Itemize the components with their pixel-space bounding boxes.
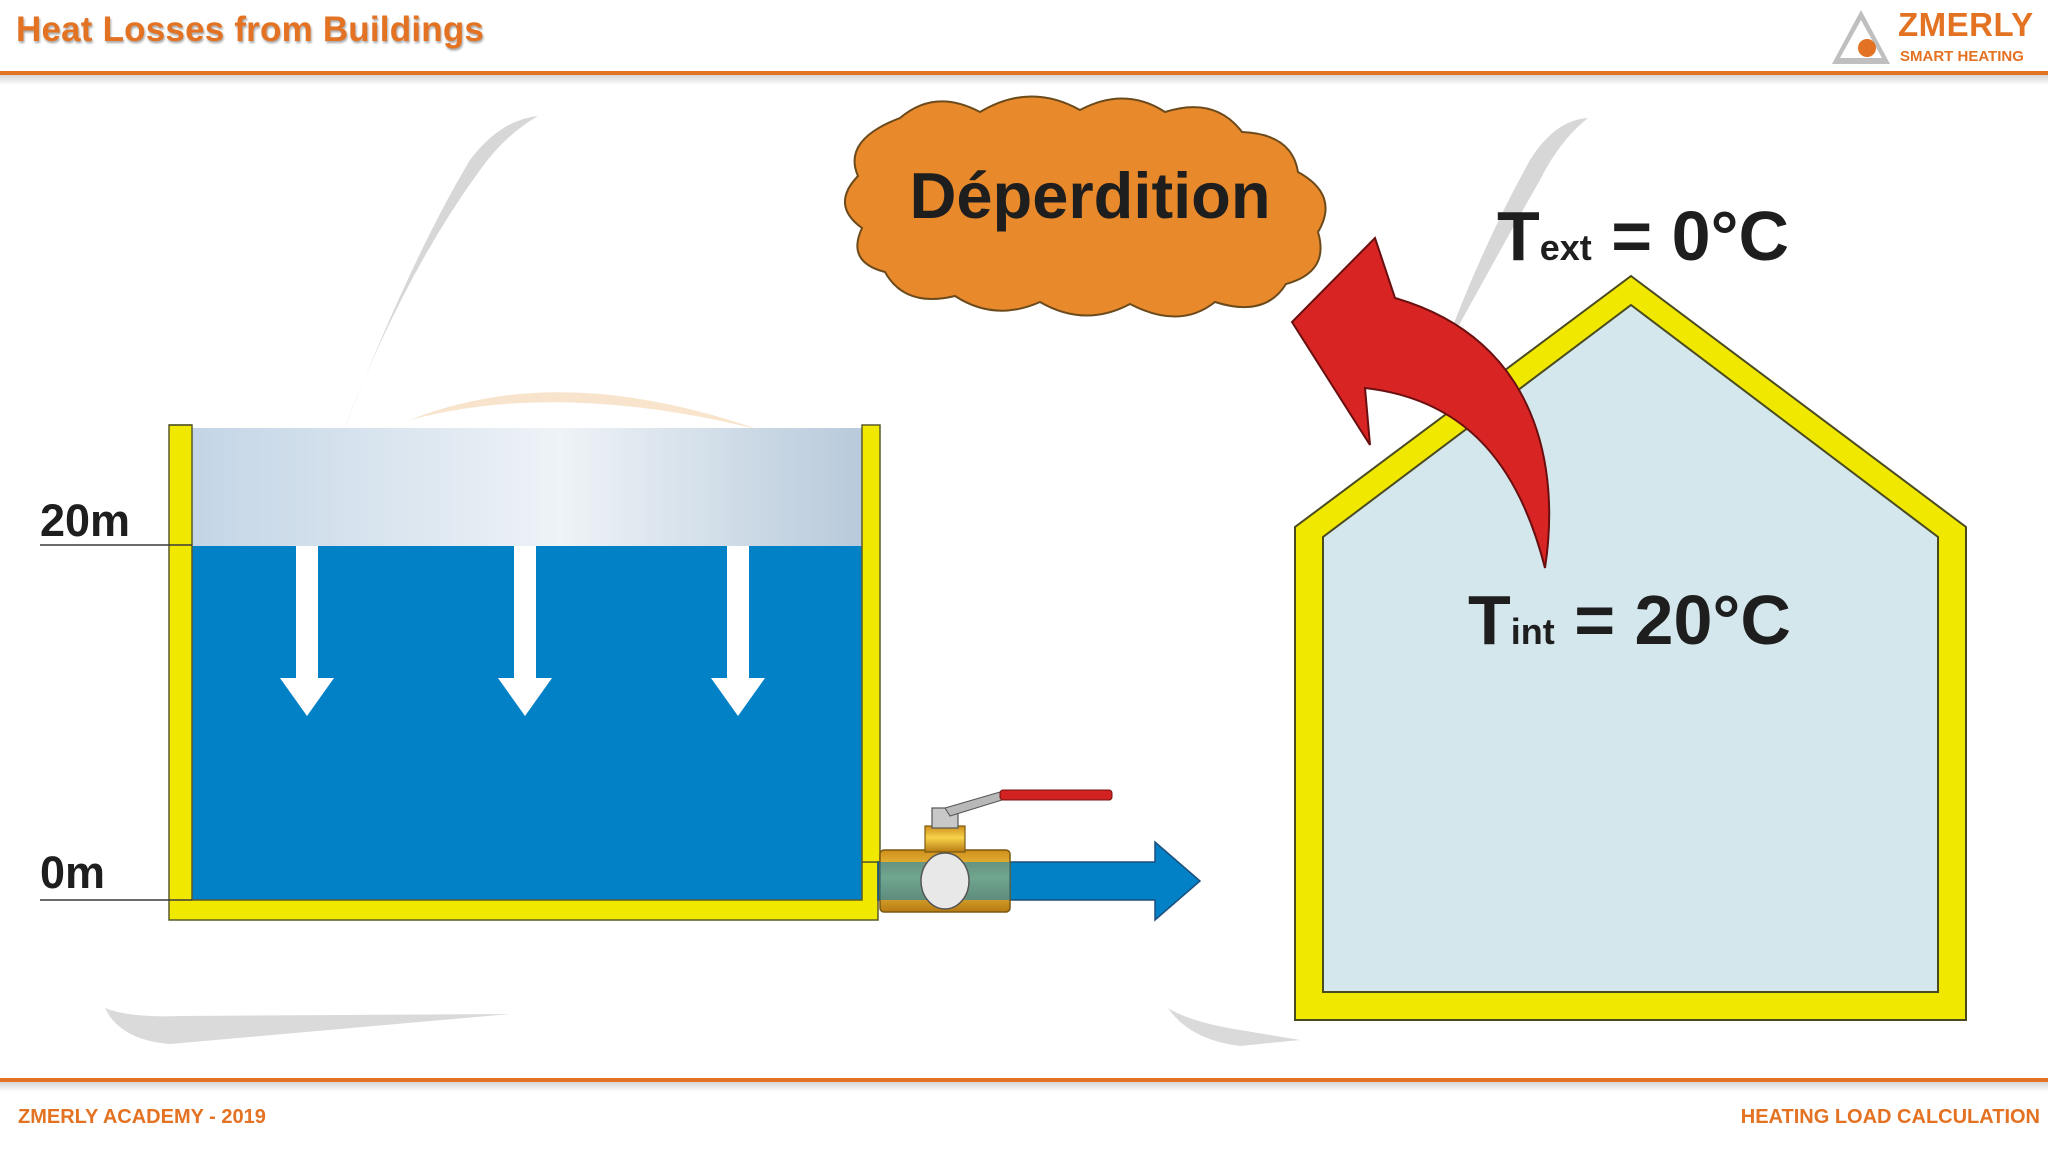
footer-right-text: HEATING LOAD CALCULATION [1740, 1106, 2040, 1128]
outlet-pipe [877, 789, 1202, 922]
level-label-bottom: 0m [40, 847, 105, 898]
logo-tagline: SMART HEATING [1900, 48, 2024, 65]
level-label-top: 20m [40, 495, 130, 546]
footer-rule [0, 1078, 2048, 1082]
footer-left-text: ZMERLY ACADEMY - 2019 [18, 1106, 266, 1128]
logo-mark-icon [1832, 10, 1890, 64]
heat-loss-cloud: Déperdition [843, 95, 1327, 318]
header-rule [0, 71, 2048, 75]
pressure-arrows [280, 546, 765, 716]
watermark [105, 116, 1588, 1046]
level-markers: 20m 0m [40, 495, 192, 901]
cloud-label: Déperdition [909, 159, 1270, 232]
header-rule-shadow [0, 75, 2048, 85]
temp-exterior-label: Text = 0°C [1497, 197, 1789, 275]
house [1294, 274, 1967, 1021]
pressure-arrow [280, 546, 334, 716]
tank-water [192, 546, 878, 900]
footer-rule-shadow [0, 1082, 2048, 1092]
brand-logo: ZMERLY SMART HEATING [1826, 4, 2046, 70]
page-title: Heat Losses from Buildings [16, 10, 485, 49]
logo-name: ZMERLY [1898, 6, 2034, 43]
tank-air [192, 428, 862, 546]
pressure-arrow [498, 546, 552, 716]
temp-interior-label: Tint = 20°C [1468, 581, 1791, 659]
house-interior [1322, 303, 1939, 993]
valve-handle [999, 789, 1113, 801]
pressure-arrow [711, 546, 765, 716]
tank-wall-right [861, 424, 881, 863]
heat-loss-arrow [1290, 236, 1551, 569]
water-tank [168, 424, 881, 921]
